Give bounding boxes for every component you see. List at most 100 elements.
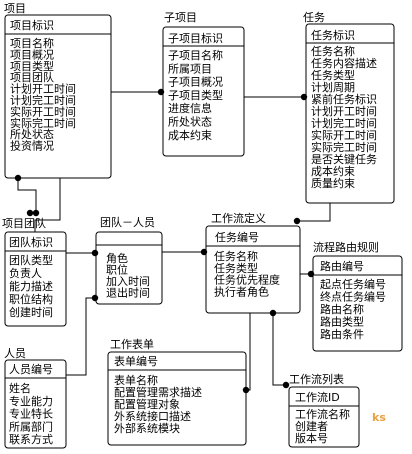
entity-attribute: 项目类型 — [10, 59, 54, 73]
entity-attribute: 路由类型 — [320, 315, 364, 329]
entity-attribute: 姓名 — [9, 381, 31, 395]
entity-attribute: 专业特长 — [9, 407, 53, 421]
line-project-team — [17, 178, 37, 211]
entity-attribute: 子项目概况 — [168, 76, 223, 89]
entity-attribute: 任务内容描述 — [311, 56, 377, 70]
entity-team-person-box — [95, 231, 163, 305]
entity-attribute: 任务名称 — [311, 44, 355, 58]
entity-attribute: 项目名称 — [10, 36, 54, 50]
entity-attribute: 实际开工时间 — [311, 128, 377, 142]
entity-task-key: 任务标识 — [311, 28, 355, 42]
entity-workflow-list-title: 工作流列表 — [289, 372, 344, 386]
entity-attribute: 职位 — [106, 263, 128, 277]
entity-workflow-def-key: 任务编号 — [215, 230, 259, 244]
entity-attribute: 所属项目 — [168, 62, 212, 75]
entity-attribute: 外系统接口描述 — [114, 409, 191, 423]
entity-attribute: 子项目名称 — [168, 48, 223, 62]
entity-flow-route-box — [312, 255, 403, 352]
entity-workflow-def-box — [205, 225, 301, 314]
entity-attribute: 角色 — [106, 251, 128, 265]
dot-teamperson-in — [91, 249, 99, 257]
entity-attribute: 创建时间 — [9, 305, 53, 319]
entity-attribute: 职位结构 — [9, 292, 53, 306]
entity-attribute: 执行者角色 — [214, 284, 269, 298]
entity-team-title: 项目团队 — [2, 216, 46, 230]
entity-subproject-title: 子项目 — [164, 11, 197, 24]
entity-attribute: 计划开工时间 — [311, 105, 377, 118]
entity-workflow-list-key: 工作流ID — [295, 390, 340, 404]
entity-task-box — [305, 23, 395, 204]
entity-project-attrs: 项目名称项目概况项目类型项目团队计划开工时间计划完工时间实际开工时间实际完工时间… — [10, 36, 76, 153]
dot-workflow-task — [293, 217, 301, 225]
entity-attribute: 所处状态 — [168, 115, 212, 129]
entity-attribute: 计划开工时间 — [10, 83, 76, 96]
line-person-teamperson — [66, 297, 96, 376]
entity-work-form-key: 表单编号 — [114, 354, 158, 368]
entity-attribute: 外部系统模块 — [114, 421, 180, 435]
line-workflow-list — [272, 313, 286, 386]
entity-person-box — [4, 359, 67, 449]
entity-person-key: 人员编号 — [9, 362, 53, 376]
entity-attribute: 项目概况 — [10, 48, 54, 61]
watermark-text: ks — [372, 411, 386, 424]
entity-attribute: 计划完工时间 — [10, 93, 76, 107]
entity-task: 任务 任务标识 任务名称任务内容描述任务类型计划周期紧前任务标识计划开工时间计划… — [303, 11, 395, 204]
entity-subproject-key: 子项目标识 — [168, 31, 223, 45]
entity-work-form-title: 工作表单 — [110, 337, 154, 351]
dot-list-in — [282, 381, 290, 389]
line-workflow-form — [246, 313, 251, 391]
entity-attribute: 任务类型 — [214, 261, 258, 275]
entity-attribute: 配置管理需求描述 — [114, 385, 202, 399]
entity-attribute: 紧前任务标识 — [311, 92, 377, 106]
entity-attribute: 实际完工时间 — [10, 116, 76, 130]
entity-attribute: 终点任务编号 — [320, 290, 386, 304]
relationship-lines — [17, 91, 331, 391]
entity-workflow-list-box — [288, 386, 360, 448]
entity-attribute: 起点任务编号 — [320, 277, 386, 291]
entity-attribute: 计划周期 — [311, 81, 355, 94]
entity-attribute: 成本约束 — [311, 164, 355, 178]
dot-form-in — [242, 386, 250, 394]
entity-workflow-def-title: 工作流定义 — [211, 211, 266, 225]
entity-attribute: 配置管理对象 — [114, 397, 180, 411]
entity-attribute: 团队类型 — [9, 253, 53, 267]
entity-attribute: 负责人 — [9, 266, 42, 280]
dot-workflow-out — [269, 309, 277, 317]
entity-attribute: 投资情况 — [10, 139, 54, 153]
entity-work-form-box — [107, 351, 247, 446]
relationship-dots — [14, 88, 315, 394]
entity-attribute: 项目团队 — [10, 70, 54, 84]
entity-subproject: 子项目 子项目标识 子项目名称所属项目子项目概况子项目类型进度信息所处状态成本约… — [162, 11, 245, 157]
entity-attribute: 成本约束 — [168, 128, 212, 142]
entity-attribute: 子项目类型 — [168, 88, 223, 102]
entity-task-title: 任务 — [303, 11, 325, 24]
entity-attribute: 工作流名称 — [295, 407, 350, 421]
dot-task-in — [300, 93, 308, 101]
entity-attribute: 实际开工时间 — [10, 104, 76, 118]
entity-person-title: 人员 — [4, 347, 26, 360]
line-task-workflow — [296, 203, 331, 222]
entity-attribute: 任务名称 — [214, 249, 258, 263]
entity-attribute: 专业能力 — [9, 394, 53, 408]
entity-project-key: 项目标识 — [10, 18, 54, 32]
entity-attribute: 进度信息 — [168, 101, 212, 115]
entity-flow-route-key: 路由编号 — [320, 259, 364, 273]
entity-work-form: 工作表单 表单编号 表单名称配置管理需求描述配置管理对象外系统接口描述外部系统模… — [107, 337, 247, 446]
dot-project-out — [14, 174, 22, 182]
dot-teamperson-person — [91, 294, 99, 302]
dot-workflow-in — [200, 248, 208, 256]
entity-project: 项目 项目标识 项目名称项目概况项目类型项目团队计划开工时间计划完工时间实际开工… — [4, 2, 112, 179]
